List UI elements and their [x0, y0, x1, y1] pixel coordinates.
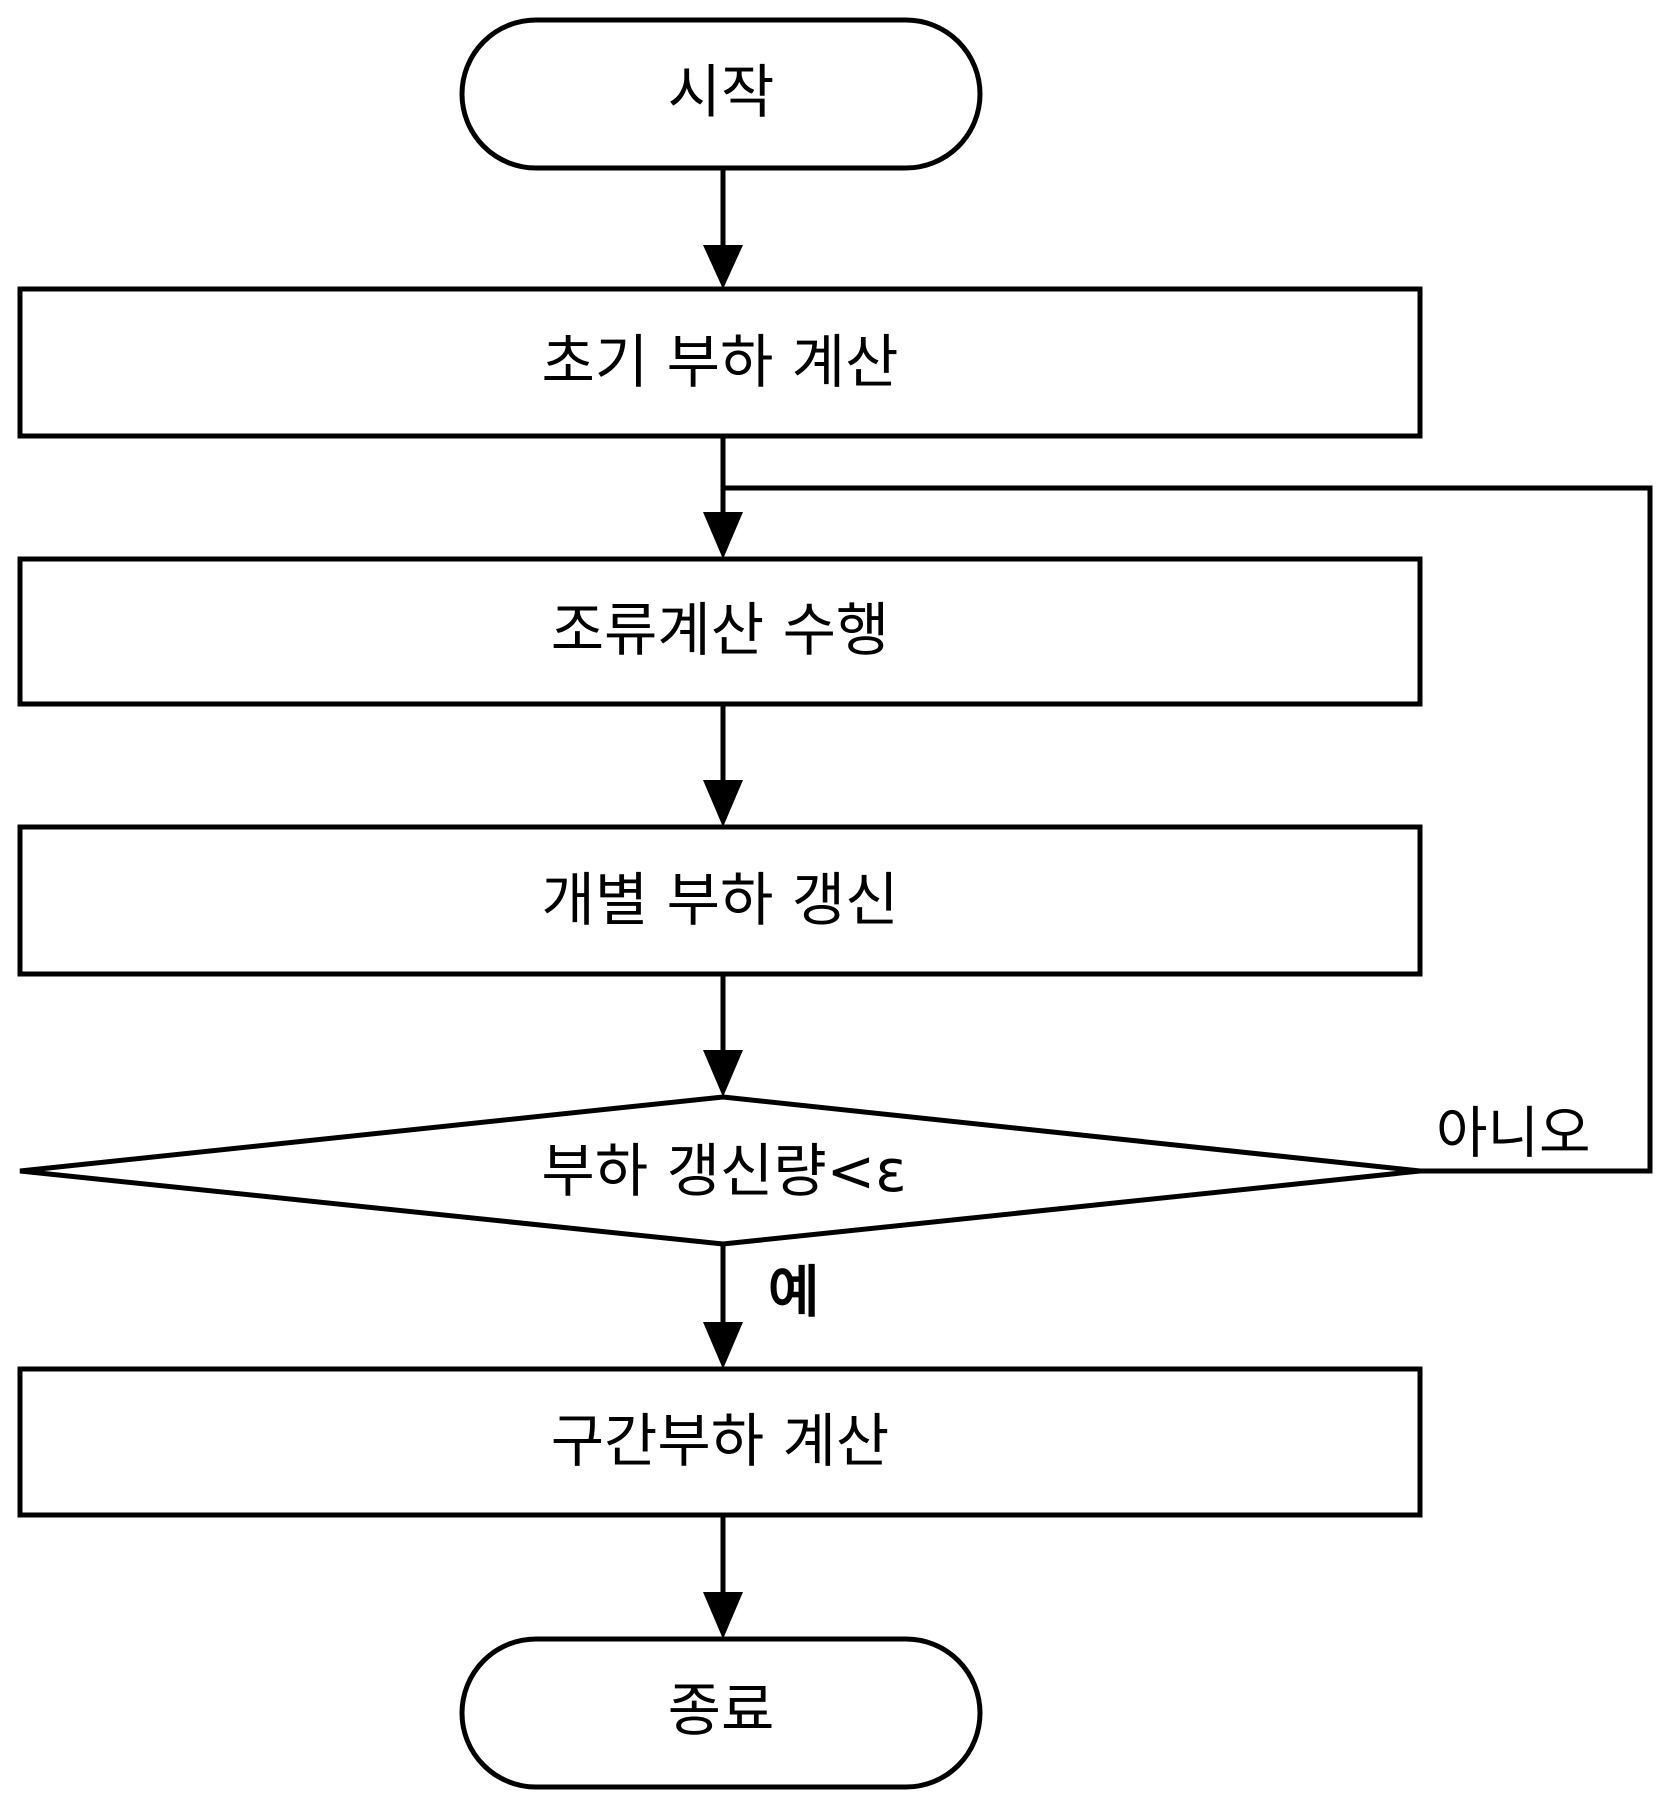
- end-label: 종료: [668, 1676, 775, 1744]
- power-flow-calc-process: 조류계산 수행: [17, 556, 1423, 707]
- section-load-calc-process: 구간부하 계산: [17, 1366, 1423, 1518]
- loop-back-connector: [723, 485, 1653, 1174]
- individual-load-update-process: 개별 부하 갱신: [17, 824, 1423, 977]
- decision-shape: [19, 1094, 1421, 1247]
- decision-label: 부하 갱신량<ε: [541, 1137, 906, 1205]
- power-flow-calc-label: 조류계산 수행: [551, 596, 890, 664]
- arrowhead-update: [703, 780, 743, 827]
- arrowhead-powerflow: [703, 512, 743, 559]
- section-load-calc-label: 구간부하 계산: [551, 1407, 890, 1475]
- individual-load-update-label: 개별 부하 갱신: [541, 866, 898, 934]
- arrowhead-initial: [703, 245, 743, 289]
- initial-load-calc-box: [17, 286, 1423, 439]
- arrowhead-decision: [703, 1050, 743, 1097]
- section-load-calc-box: [17, 1366, 1423, 1518]
- connectors: [703, 168, 1653, 1639]
- end-terminator: 종료: [459, 1636, 983, 1790]
- start-label: 시작: [668, 58, 775, 126]
- end-shape: [459, 1636, 983, 1790]
- start-shape: [459, 17, 983, 171]
- branch-no-label: 아니오: [1436, 1102, 1591, 1167]
- start-terminator: 시작: [459, 17, 983, 171]
- initial-load-calc-label: 초기 부하 계산: [541, 328, 898, 396]
- initial-load-calc-process: 초기 부하 계산: [17, 286, 1423, 439]
- power-flow-calc-box: [17, 556, 1423, 707]
- decision-diamond: 부하 갱신량<ε: [19, 1094, 1421, 1247]
- arrowhead-section: [703, 1322, 743, 1369]
- branch-yes-label: 예: [768, 1261, 820, 1326]
- individual-load-update-box: [17, 824, 1423, 977]
- arrowhead-end: [703, 1592, 743, 1639]
